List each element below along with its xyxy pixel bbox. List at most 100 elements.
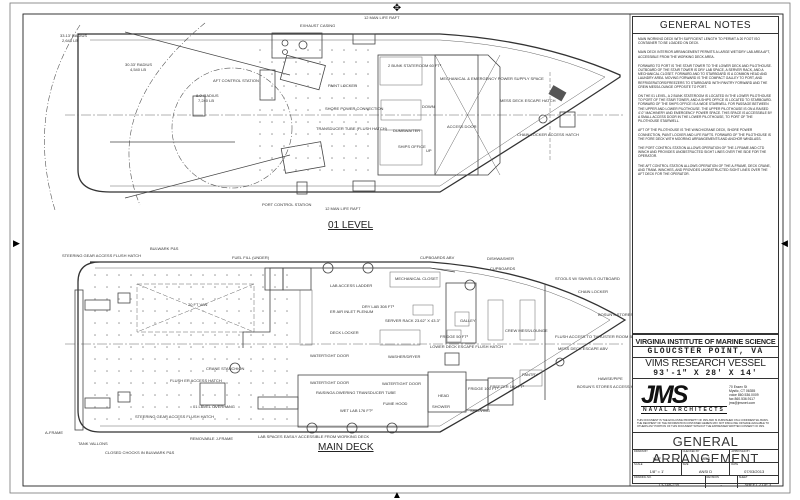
label-ships-office: SHIPS OFFICE	[398, 144, 426, 149]
deck-socket-dot	[250, 346, 252, 348]
deck-socket-dot	[274, 406, 276, 408]
deck-socket-dot	[106, 334, 108, 336]
deck-socket-dot	[106, 286, 108, 288]
deck-socket-dot	[226, 358, 228, 360]
deck-socket-dot	[286, 322, 288, 324]
label-life-raft-bottom: 12 MAN LIFE RAFT	[325, 206, 361, 211]
deck-socket-dot	[226, 382, 228, 384]
label-exhaust-casing: EXHAUST CASING	[300, 23, 335, 28]
deck-socket-dot	[283, 169, 285, 171]
main-deck-hull-outline	[77, 261, 627, 433]
deck-socket-dot	[226, 406, 228, 408]
scale-label: SCALE	[634, 463, 643, 466]
porthole	[306, 422, 318, 434]
deck-socket-dot	[118, 358, 120, 360]
deck-socket-dot	[295, 49, 297, 51]
address-line: jms@jmsnet.com	[729, 401, 756, 406]
deck-socket-dot	[271, 97, 273, 99]
twenty-ft-van-outline	[136, 283, 255, 333]
winch-lower	[280, 141, 326, 174]
label-radius-outer-load: 2,645 LB	[62, 38, 78, 43]
deck-socket-dot	[154, 286, 156, 288]
deck-socket-dot	[283, 85, 285, 87]
stools	[519, 299, 536, 341]
label-crane-stanchion: CRANE STANCHION	[206, 366, 244, 371]
deck-socket-dot	[250, 358, 252, 360]
deck-socket-dot	[331, 133, 333, 135]
deck-socket-dot	[250, 382, 252, 384]
label-paint-locker: PAINT LOCKER	[328, 83, 357, 88]
deck-socket-dot	[343, 157, 345, 159]
deck-socket-dot	[166, 286, 168, 288]
deck-socket-dot	[307, 157, 309, 159]
outer-border	[9, 2, 791, 494]
deck-socket-dot	[355, 109, 357, 111]
winch-upper	[279, 54, 326, 91]
deck-socket-dot	[355, 85, 357, 87]
deck-socket-dot	[295, 157, 297, 159]
deck-socket-dot	[142, 274, 144, 276]
label-transducer-tube-main: RAISING/LOWERING TRANSDUCER TUBE	[316, 390, 396, 395]
deck-socket-dot	[106, 322, 108, 324]
deck-socket-dot	[226, 394, 228, 396]
deck-socket-dot	[250, 406, 252, 408]
deck-socket-dot	[214, 298, 216, 300]
deck-socket-dot	[154, 298, 156, 300]
deck-socket-dot	[274, 346, 276, 348]
deck-socket-dot	[367, 121, 369, 123]
deck-socket-dot	[286, 274, 288, 276]
deck-socket-dot	[166, 394, 168, 396]
note-paragraph: THE AFT CONTROL STATION ALLOWS OPERATION…	[638, 163, 771, 177]
deck-socket-dot	[283, 121, 285, 123]
deck-socket-dot	[343, 61, 345, 63]
note-paragraph: AFT OF THE PILOTHOUSE IS THE WINCH/CRANE…	[638, 128, 771, 141]
label-radius-inner-load: 7,240 LB	[198, 98, 214, 103]
deck-socket-dot	[250, 298, 252, 300]
size-label: SIZE	[682, 463, 689, 466]
deck-socket-dot	[271, 85, 273, 87]
deck-socket-dot	[178, 274, 180, 276]
deck-socket-dot	[367, 169, 369, 171]
label-chain-locker: CHAIN LOCKER	[578, 289, 608, 294]
deck-socket-dot	[142, 370, 144, 372]
aft-control-station	[192, 95, 206, 117]
deck-socket-dot	[202, 298, 204, 300]
deck-socket-dot	[238, 310, 240, 312]
deck-socket-dot	[355, 73, 357, 75]
deck-socket-dot	[367, 145, 369, 147]
deck-socket-dot	[202, 394, 204, 396]
deck-socket-dot	[190, 394, 192, 396]
deck-socket-dot	[259, 85, 261, 87]
deck-socket-dot	[106, 274, 108, 276]
exhaust-casing	[271, 32, 323, 59]
deck-socket-dot	[367, 157, 369, 159]
deck-socket-dot	[214, 370, 216, 372]
deck-socket-dot	[238, 406, 240, 408]
deck-socket-dot	[106, 358, 108, 360]
deckhouse-aft-wall	[242, 267, 456, 348]
label-01-overhang: 01 LEVEL OVERHANG	[193, 404, 235, 409]
deck-socket-dot	[355, 133, 357, 135]
deck-socket-dot	[94, 286, 96, 288]
deck-socket-dot	[130, 286, 132, 288]
drawn-by-label: DRAWN BY	[634, 450, 648, 453]
deck-socket-dot	[259, 109, 261, 111]
deck-socket-dot	[118, 298, 120, 300]
deck-socket-dot	[286, 394, 288, 396]
label-chain-locker-hatch: CHAIN LOCKER ACCESS HATCH	[517, 132, 579, 137]
firm-logo: JMS	[641, 381, 688, 409]
label-dumbwaiter: DUMBWAITER	[393, 128, 420, 133]
deck-socket-dot	[259, 133, 261, 135]
label-deck-locker: DECK LOCKER	[330, 330, 359, 335]
steering-hatch-upper	[117, 292, 131, 304]
registration-mark-bottom: ▲	[392, 490, 402, 500]
deck-socket-dot	[94, 394, 96, 396]
radius-arc-inner	[171, 67, 293, 189]
note-paragraph: MAIN WORKING DECK WITH SUFFICIENT LENGTH…	[638, 37, 760, 46]
deck-socket-dot	[331, 97, 333, 99]
registration-mark-right: ◀	[781, 238, 788, 248]
label-life-raft-top: 12 MAN LIFE RAFT	[364, 15, 400, 20]
freezer	[487, 377, 514, 406]
main-deck-grid	[94, 274, 288, 420]
deck-socket-dot	[343, 121, 345, 123]
